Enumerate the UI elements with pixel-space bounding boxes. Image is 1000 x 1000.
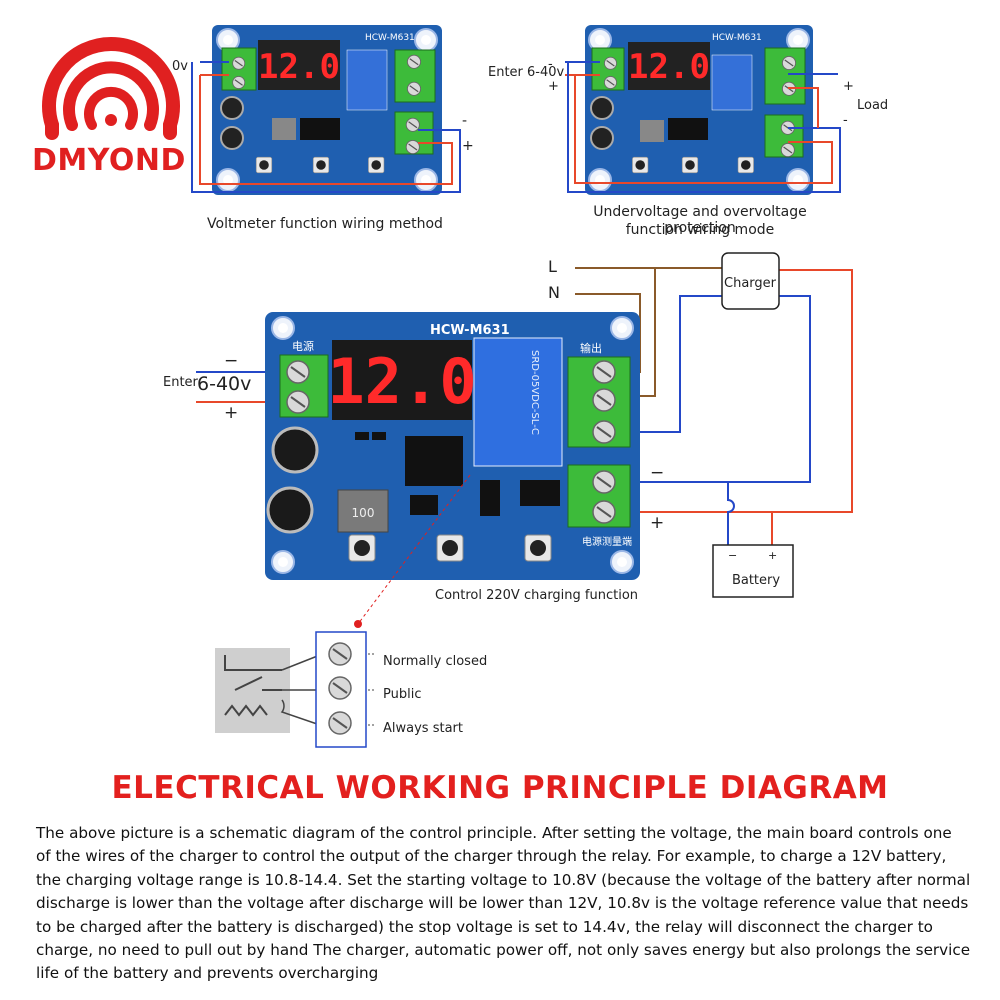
relay-nc-label: Normally closed xyxy=(383,654,487,669)
output-port-label: 输出 xyxy=(580,341,602,355)
load-label: Load xyxy=(857,98,888,113)
battery-label: Battery xyxy=(732,573,780,588)
main-input-minus: − xyxy=(224,351,238,371)
button-down xyxy=(524,534,552,562)
main-display-readout: 12.0 xyxy=(327,345,476,418)
charger-positive-wire xyxy=(612,269,853,513)
main-voltage-range: 6-40v xyxy=(197,373,251,395)
top-left-plus: + xyxy=(462,138,474,154)
top-right-caption-line2: function wiring mode xyxy=(625,222,775,238)
button-up xyxy=(436,534,464,562)
inductor-label: 100 xyxy=(352,506,375,520)
relay-module xyxy=(473,337,563,467)
charger-label: Charger xyxy=(724,276,777,291)
main-input-plus: + xyxy=(224,403,238,423)
sense-port-label: 电源测量端 xyxy=(582,535,632,548)
principle-description: The above picture is a schematic diagram… xyxy=(36,824,971,983)
top-left-caption: Voltmeter function wiring method xyxy=(207,216,443,232)
battery-minus: − xyxy=(728,549,737,562)
logo-arcs-icon xyxy=(42,36,180,140)
battery-box xyxy=(712,544,794,598)
top-right-caption-line1: Undervoltage and overvoltage protection xyxy=(593,204,807,236)
top-left-board-diagram: 12.0 HCW-M631 0v - + xyxy=(172,25,474,195)
main-model-label: HCW-M631 xyxy=(430,323,510,338)
principle-heading: ELECTRICAL WORKING PRINCIPLE DIAGRAM xyxy=(111,770,889,806)
relay-contact-detail: Normally closed Public Always start xyxy=(215,631,487,748)
relay-model-text: SRD-05VDC-SL-C xyxy=(529,350,540,435)
brand-name: DMYOND xyxy=(32,143,186,178)
top-right-plus: + xyxy=(548,79,559,94)
relay-no-label: Always start xyxy=(383,721,463,736)
battery-plus: + xyxy=(768,549,777,562)
button-set xyxy=(348,534,376,562)
capacitor-c4 xyxy=(266,486,314,534)
top-right-board-diagram: 12.0 HCW-M631 Enter 6-40v - + + - Load xyxy=(488,25,888,195)
relay-com-label: Public xyxy=(383,687,421,702)
vin-minus: − xyxy=(650,463,664,483)
top-left-display-readout: 12.0 xyxy=(258,47,340,87)
top-left-minus: - xyxy=(462,113,467,129)
top-right-model-label: HCW-M631 xyxy=(712,33,762,43)
main-led-display xyxy=(332,340,472,420)
top-left-enter-fragment: 0v xyxy=(172,59,188,74)
top-left-model-label: HCW-M631 xyxy=(365,33,415,43)
line-N-label: N xyxy=(548,283,560,302)
top-right-minus: - xyxy=(548,57,553,72)
charger-box xyxy=(721,252,780,310)
load-plus: + xyxy=(843,79,854,94)
top-right-enter-label: Enter 6-40v xyxy=(488,65,565,80)
top-right-display-readout: 12.0 xyxy=(628,47,710,87)
charger-negative-wire xyxy=(612,295,811,483)
power-port-label: 电源 xyxy=(292,339,314,353)
brand-logo xyxy=(42,36,180,140)
main-enter-label: Enter xyxy=(163,375,199,390)
load-minus: - xyxy=(843,113,848,128)
capacitor-c5 xyxy=(271,426,319,474)
vin-plus: + xyxy=(650,513,664,533)
main-caption: Control 220V charging function xyxy=(435,588,638,603)
line-L-label: L xyxy=(548,257,557,276)
main-board-diagram: HCW-M631 电源 输出 12.0 SRD-05VDC-SL-C 电源测量端… xyxy=(163,252,853,628)
